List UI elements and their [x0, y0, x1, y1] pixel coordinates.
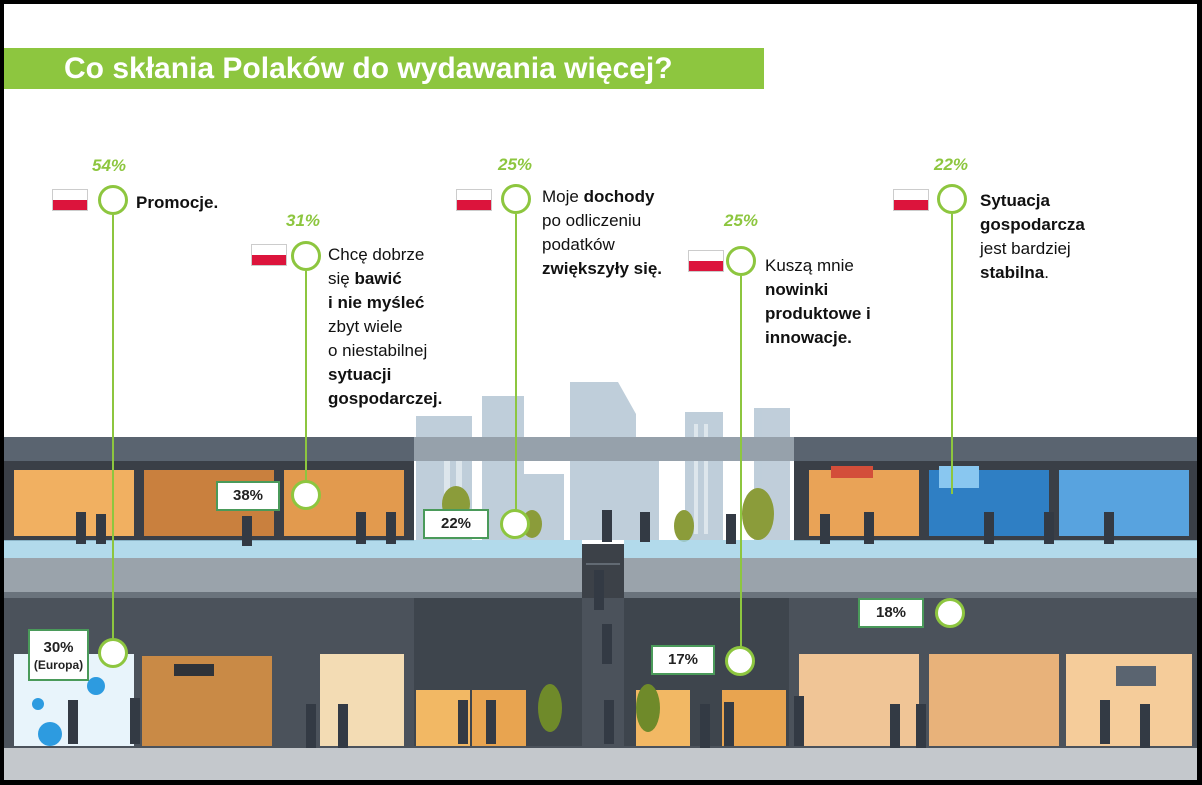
reason-label-text: Promocje. [136, 193, 219, 212]
europe-indicator-circle [98, 638, 128, 668]
reason-label-line: po odliczeniu [542, 209, 662, 233]
reason-label-line: Promocje. [136, 191, 218, 215]
reason-label-text: gospodarcza [980, 215, 1085, 234]
reason-label: Promocje. [136, 191, 218, 215]
reason-label-text: . [1044, 263, 1049, 282]
reason-label-line: innowacje. [765, 326, 871, 350]
reason-label-line: się bawić [328, 267, 442, 291]
europe-value: 18% [875, 604, 907, 621]
reason-percentage: 31% [286, 211, 321, 230]
reason-label-line: podatków [542, 233, 662, 257]
reason-label-text: po odliczeniu [542, 211, 642, 230]
europe-value: 22% [440, 515, 472, 532]
europe-value: 38% [232, 487, 264, 504]
title-banner: Co skłania Polaków do wydawania więcej? [4, 48, 764, 89]
reason-label-text: gospodarczej. [328, 389, 443, 408]
reason-label-line: gospodarczej. [328, 387, 442, 411]
reason-label-text: Kuszą mnie [765, 256, 854, 275]
europe-value-box: 18% [858, 598, 924, 628]
reason-label-line: sytuacji [328, 363, 442, 387]
reason-label-line: jest bardziej [980, 237, 1085, 261]
connector-line [515, 214, 517, 512]
reason-label: Moje dochody po odliczeniu podatków zwiększ… [542, 185, 662, 281]
europe-indicator-circle [500, 509, 530, 539]
reason-percentage: 54% [92, 156, 127, 175]
europe-indicator-circle [291, 480, 321, 510]
europe-indicator-circle [935, 598, 965, 628]
reason-label-text: podatków [542, 235, 615, 254]
connector-line [305, 271, 307, 480]
reason-label-text: Sytuacja [980, 191, 1050, 210]
reason-label-line: i nie myśleć [328, 291, 442, 315]
europe-value: 30% [43, 639, 74, 656]
reason-label-text: o niestabilnej [328, 341, 428, 360]
reason-label-text: jest bardziej [980, 239, 1071, 258]
reason-label-text: się [328, 269, 355, 288]
reason-label-line: Sytuacja [980, 189, 1085, 213]
reason-label-line: o niestabilnej [328, 339, 442, 363]
reason-label-line: gospodarcza [980, 213, 1085, 237]
europe-value-box: 30% (Europa) [28, 629, 89, 681]
reason-label-text: sytuacji [328, 365, 392, 384]
poland-flag-icon [688, 250, 724, 272]
reason-percentage: 25% [498, 155, 533, 174]
connector-line [740, 276, 742, 648]
connector-line [951, 214, 953, 494]
indicator-circle [726, 246, 756, 276]
europe-value-box: 17% [651, 645, 715, 675]
reason-label-line: Chcę dobrze [328, 243, 442, 267]
reason-label-text: produktowe i [765, 304, 871, 323]
reason-label-line: stabilna. [980, 261, 1085, 285]
shopping-mall-illustration [4, 382, 1197, 780]
reason-label: Chcę dobrze się bawić i nie myśleć zbyt wie… [328, 243, 442, 411]
reason-label-line: nowinki [765, 278, 871, 302]
infographic: Co skłania Polaków do wydawania więcej? … [4, 4, 1197, 780]
reason-label-line: produktowe i [765, 302, 871, 326]
reason-label-line: zbyt wiele [328, 315, 442, 339]
europe-label: (Europa) [33, 658, 84, 672]
reason-label-text: bawić [354, 269, 402, 288]
reason-label-text: dochody [583, 187, 655, 206]
indicator-circle [937, 184, 967, 214]
reason-label: Kuszą mnie nowinki produktowe i innowacje. [765, 254, 871, 350]
connector-line [112, 215, 114, 642]
reason-label-line: Moje dochody [542, 185, 662, 209]
reason-label-text: zbyt wiele [328, 317, 403, 336]
page-title: Co skłania Polaków do wydawania więcej? [64, 52, 673, 85]
indicator-circle [291, 241, 321, 271]
reason-label-line: zwiększyły się. [542, 257, 662, 281]
reason-label: Sytuacja gospodarcza jest bardziej stabilna… [980, 189, 1085, 285]
indicator-circle [98, 185, 128, 215]
reason-label-line: Kuszą mnie [765, 254, 871, 278]
reason-label-text: Moje [542, 187, 584, 206]
poland-flag-icon [52, 189, 88, 211]
poland-flag-icon [456, 189, 492, 211]
reason-label-text: nowinki [765, 280, 829, 299]
europe-value-box: 38% [216, 481, 280, 511]
poland-flag-icon [893, 189, 929, 211]
reason-percentage: 25% [724, 211, 759, 230]
reason-label-text: innowacje. [765, 328, 852, 347]
europe-value-box: 22% [423, 509, 489, 539]
reason-label-text: Chcę dobrze [328, 245, 425, 264]
poland-flag-icon [251, 244, 287, 266]
reason-percentage: 22% [934, 155, 969, 174]
europe-indicator-circle [725, 646, 755, 676]
indicator-circle [501, 184, 531, 214]
reason-label-text: zwiększyły się. [542, 259, 663, 278]
europe-value: 17% [667, 651, 699, 668]
reason-label-text: i nie myśleć [328, 293, 425, 312]
reason-label-text: stabilna [980, 263, 1045, 282]
